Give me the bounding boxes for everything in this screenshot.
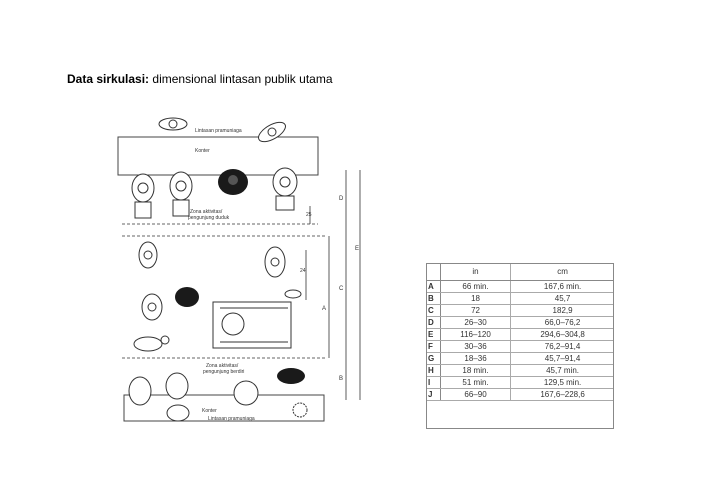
table-frame <box>426 263 614 429</box>
svg-text:B: B <box>339 376 343 382</box>
bottom-staff-figures <box>128 372 308 422</box>
title-bold: Data sirkulasi: <box>67 72 150 86</box>
header-in: in <box>440 263 512 281</box>
dimension-lines <box>305 170 361 400</box>
seated-customer-1 <box>131 173 155 219</box>
svg-text:Zona aktivitas/: Zona aktivitas/ <box>190 209 223 215</box>
staff-figure-top-right <box>258 121 286 143</box>
header-key <box>426 263 441 281</box>
svg-text:pengunjung duduk: pengunjung duduk <box>188 215 230 221</box>
dimension-labels: D E C A B 24 25 <box>300 196 359 382</box>
label-konter-top: Konter <box>195 148 210 154</box>
top-counter: Lintasan pramuniaga Konter <box>117 128 319 176</box>
svg-text:D: D <box>339 196 344 202</box>
standing-customer-dark <box>277 368 305 384</box>
svg-text:pengunjung berdiri: pengunjung berdiri <box>203 369 244 375</box>
seated-customer-2 <box>169 171 193 217</box>
aisle-walker-right <box>264 246 302 299</box>
svg-text:24: 24 <box>300 268 306 274</box>
page-title: Data sirkulasi: dimensional lintasan pub… <box>67 72 333 86</box>
bottom-counter: Konter Lintasan pramuniaga <box>123 394 325 422</box>
svg-text:Zona aktivitas/: Zona aktivitas/ <box>206 363 239 369</box>
seated-customer-dark <box>218 169 248 195</box>
aisle-walker-2 <box>141 293 163 321</box>
title-rest: dimensional lintasan publik utama <box>152 72 333 86</box>
label-lintasan-top: Lintasan pramuniaga <box>195 128 242 134</box>
seated-customer-3 <box>272 167 298 211</box>
staff-figure-top <box>158 117 188 131</box>
table-header-row: in cm <box>426 263 614 281</box>
circulation-diagram: Lintasan pramuniaga Konter <box>110 110 380 422</box>
standing-zone-label: Zona aktivitas/ pengunjung berdiri <box>203 363 244 375</box>
aisle-walker-1 <box>138 241 158 269</box>
lying-figure <box>133 335 170 352</box>
svg-text:Konter: Konter <box>202 408 217 414</box>
svg-text:A: A <box>322 306 326 312</box>
header-cm: cm <box>510 263 614 281</box>
svg-text:Lintasan pramuniaga: Lintasan pramuniaga <box>208 416 255 422</box>
seated-zone-label: Zona aktivitas/ pengunjung duduk <box>122 209 318 225</box>
wheelchair-user <box>212 301 292 349</box>
svg-text:C: C <box>339 286 344 292</box>
aisle-walker-dark <box>175 287 199 307</box>
svg-text:E: E <box>355 246 359 252</box>
svg-text:25: 25 <box>306 212 312 218</box>
